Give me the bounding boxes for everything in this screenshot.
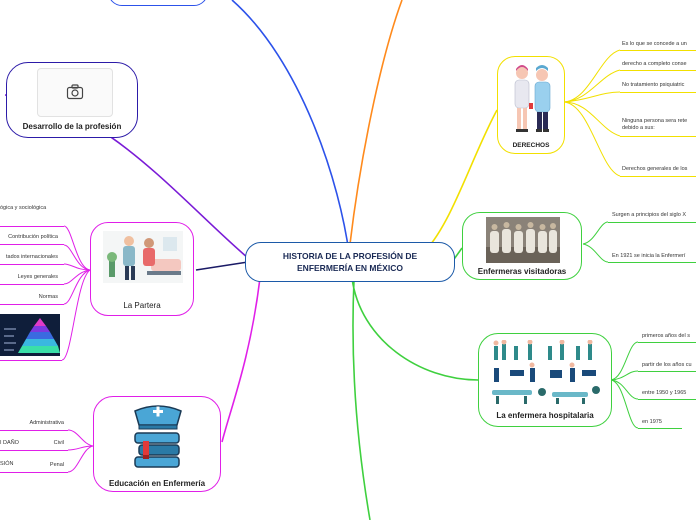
node-hospitalaria-title: La enfermera hospitalaria — [496, 411, 594, 420]
partera-item-2: Contribución política — [8, 234, 58, 240]
educacion-item-1-line — [0, 430, 68, 431]
educacion-item-2-line — [0, 450, 68, 451]
visitadoras-item-2-line — [608, 262, 696, 263]
node-desarrollo-title: Desarrollo de la profesión — [22, 122, 122, 131]
derechos-item-1: Es lo que se concede a un — [622, 41, 687, 47]
derechos-item-5: Derechos generales de los — [622, 166, 688, 172]
node-derechos-title: DERECHOS — [512, 142, 550, 149]
educacion-item-3-line — [0, 472, 68, 473]
educacion-item-1: Administrativa — [29, 420, 64, 426]
derechos-item-3: No tratamiento psiquiatric — [622, 82, 685, 88]
partera-item-3-line — [0, 264, 64, 265]
partera-item-4: Leyes generales — [17, 274, 58, 280]
partera-item-5-line — [0, 304, 64, 305]
visitadoras-item-2: En 1921 se inicia la Enfermerí — [612, 253, 686, 259]
derechos-item-2-line — [620, 70, 696, 71]
partera-item-2-line — [0, 244, 64, 245]
derechos-item-2: derecho a completo conse — [622, 61, 687, 67]
node-visitadoras-title: Enfermeras visitadoras — [477, 267, 567, 276]
partera-item-5: Normas — [38, 294, 58, 300]
visitadoras-item-1: Surgen a principios del siglo X — [612, 212, 686, 218]
partera-item-1-line — [0, 226, 64, 227]
educacion-item-2: Civil — [53, 440, 64, 446]
derechos-item-4-line — [620, 136, 696, 137]
node-partera-title: La Partera — [123, 301, 161, 310]
hospitalaria-item-3-line — [638, 399, 696, 400]
node-visitadoras[interactable]: Enfermeras visitadoras — [462, 212, 582, 280]
educacion-left-item-2: SIÓN — [0, 461, 14, 467]
central-topic-title: HISTORIA DE LA PROFESIÓN DE ENFERMERÍA E… — [282, 251, 418, 273]
node-desarrollo[interactable]: Desarrollo de la profesión — [6, 62, 138, 138]
node-educacion-title: Educación en Enfermería — [108, 479, 206, 488]
midwife-scene-illustration — [103, 231, 183, 283]
educacion-left-item-1: I DAÑO — [0, 440, 19, 446]
node-partera[interactable]: La Partera — [90, 222, 194, 316]
node-hospitalaria[interactable]: La enfermera hospitalaria — [478, 333, 612, 427]
hospitalaria-item-4: en 1975 — [642, 419, 662, 425]
central-topic[interactable]: HISTORIA DE LA PROFESIÓN DE ENFERMERÍA E… — [245, 242, 455, 282]
hospitalaria-item-1: primeros años del s — [642, 333, 690, 339]
derechos-item-3-line — [620, 92, 696, 93]
hospitalaria-item-4-line — [638, 428, 682, 429]
top-partial-node[interactable] — [108, 0, 208, 6]
node-educacion[interactable]: Educación en Enfermería — [93, 396, 221, 492]
image-placeholder — [37, 68, 113, 117]
vintage-nurses-photo — [486, 217, 560, 263]
nurses-illustration — [514, 65, 551, 132]
hospitalaria-item-3: entre 1950 y 1965 — [642, 390, 687, 396]
pyramid-underline — [0, 360, 62, 361]
derechos-item-5-line — [620, 176, 696, 177]
educacion-item-3: Penal — [49, 462, 64, 468]
partera-item-1: ógica y sociológica — [0, 205, 47, 211]
node-derechos[interactable]: DERECHOS — [497, 56, 565, 154]
hospitalaria-item-2: partir de los años cu — [642, 362, 692, 368]
hospitalaria-item-1-line — [638, 342, 696, 343]
partera-item-3: tados internacionales — [6, 254, 58, 260]
derechos-item-4: Ninguna persona sera rete debido a sus: — [622, 118, 688, 131]
derechos-item-1-line — [620, 50, 696, 51]
hospital-scenes-illustration — [492, 340, 600, 404]
visitadoras-item-1-line — [608, 222, 696, 223]
partera-item-4-line — [0, 284, 64, 285]
nursing-education-icon — [134, 405, 182, 468]
camera-icon — [66, 84, 84, 100]
pyramid-image — [0, 314, 60, 356]
hospitalaria-item-2-line — [638, 371, 696, 372]
